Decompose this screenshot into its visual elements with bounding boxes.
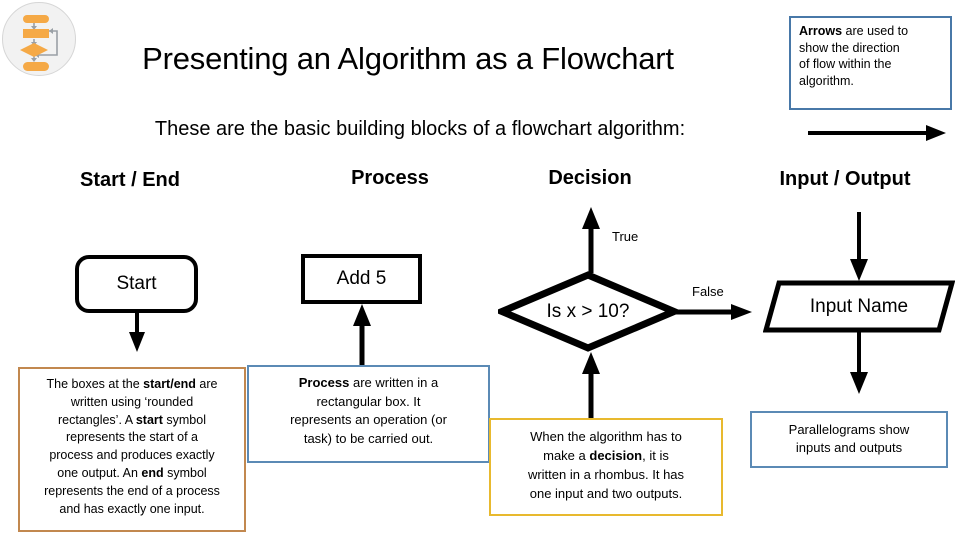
column-heading-start-end: Start / End — [79, 169, 180, 191]
arrow-decision-false-right — [672, 304, 752, 320]
edge-label-true: True — [612, 229, 639, 244]
arrow-legend-right — [808, 125, 946, 141]
page-title: Presenting an Algorithm as a Flowchart — [142, 41, 674, 76]
flowchart-shape-decision-label: Is x > 10? — [546, 300, 630, 322]
arrow-decision-in-up — [582, 352, 600, 418]
flowchart-shape-decision — [498, 271, 678, 352]
flowchart-shape-input-output-label: Input Name — [809, 295, 909, 317]
column-heading-decision: Decision — [548, 167, 632, 189]
flowchart-shape-process: Add 5 — [301, 254, 422, 304]
edge-label-false: False — [692, 284, 724, 299]
arrow-decision-true-up — [582, 207, 600, 273]
flowchart-shape-input-output — [763, 280, 955, 333]
column-heading-input-output: Input / Output — [779, 168, 911, 190]
arrow-start-down — [129, 313, 145, 352]
column-heading-process: Process — [351, 167, 429, 189]
arrow-io-in-down — [850, 212, 868, 281]
page-subtitle: These are the basic building blocks of a… — [154, 118, 686, 140]
flowchart-logo — [2, 2, 76, 76]
flowchart-shape-start-end: Start — [75, 255, 198, 313]
arrow-process-up — [353, 304, 371, 365]
arrow-io-out-down — [850, 331, 868, 394]
